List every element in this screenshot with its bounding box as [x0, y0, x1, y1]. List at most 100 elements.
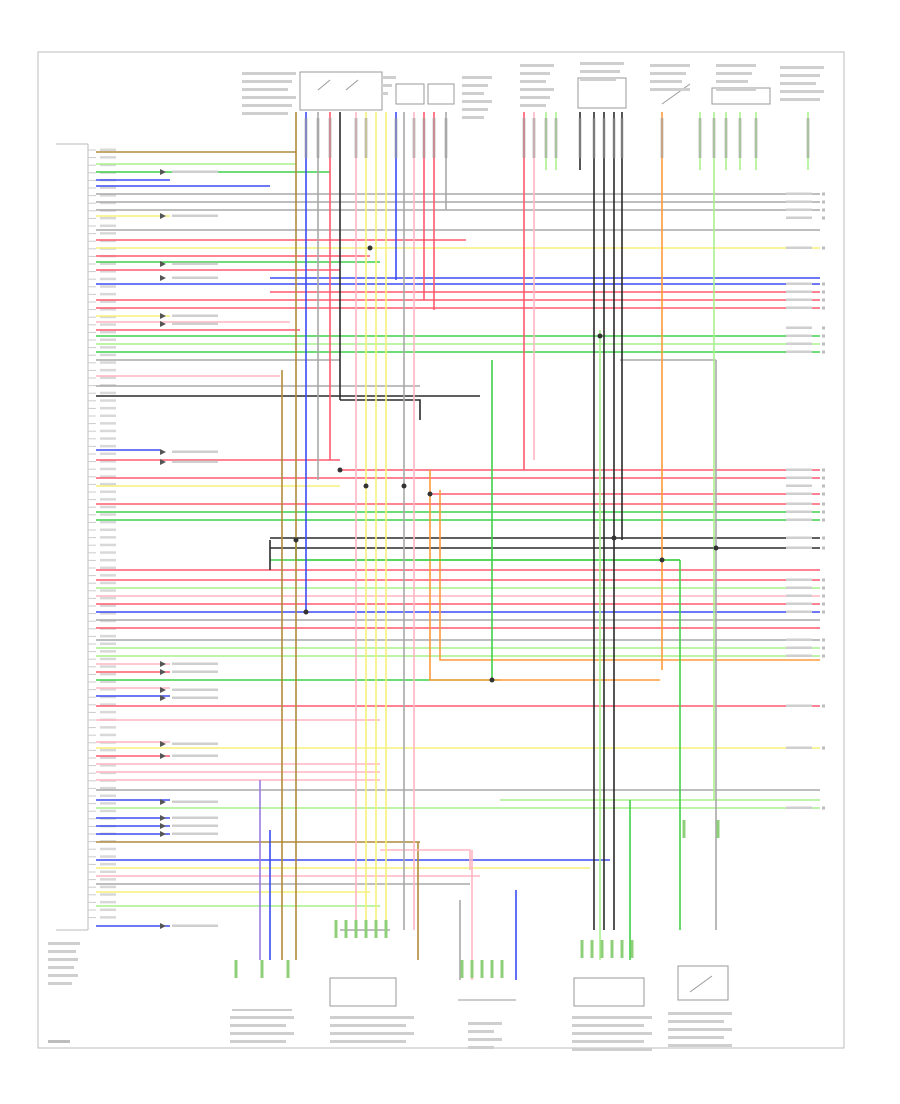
pin-label [100, 323, 116, 326]
right-tag [822, 578, 825, 582]
arrow-marker [160, 321, 166, 327]
label-placeholder [172, 816, 218, 819]
pin-label [100, 688, 116, 691]
top-label-line [382, 92, 388, 95]
terminal-stub-top [328, 118, 332, 158]
pin-label [100, 361, 116, 364]
pin-label [100, 634, 116, 638]
pin-label [100, 475, 116, 478]
bottom-label-line [330, 1040, 406, 1043]
top-label-line [242, 88, 288, 91]
bottom-components [232, 965, 729, 1011]
horizontal-wires [96, 151, 820, 960]
top-components [299, 71, 771, 111]
pin-label [100, 201, 116, 205]
terminal-stub-top [578, 118, 582, 158]
splice-dot [293, 537, 299, 543]
arrow-marker [160, 669, 166, 675]
pin-label [100, 703, 116, 706]
terminal-stub-top [602, 118, 606, 158]
right-tag [822, 518, 825, 522]
terminal-stub-top [660, 118, 664, 158]
pin-label [100, 239, 116, 243]
right-label [786, 502, 812, 505]
bottom-label-line [668, 1044, 732, 1047]
pin-label [100, 437, 116, 440]
terminal-stub-top [612, 118, 616, 158]
pin-label [100, 596, 116, 600]
pin-label [100, 893, 116, 896]
terminal-stub-top [304, 118, 308, 158]
top-label-line [780, 74, 820, 77]
pin-label [100, 710, 116, 714]
top-label-line [780, 82, 816, 85]
wire-path [439, 490, 820, 661]
label-placeholder [172, 314, 218, 317]
terminal-stub [490, 960, 494, 978]
terminal-stub [364, 920, 368, 938]
pin-label [100, 376, 116, 379]
right-label [786, 298, 812, 301]
terminal-stub-top [522, 118, 526, 158]
pin-label [100, 657, 116, 661]
label-placeholder [172, 824, 218, 827]
bottom-label-line [572, 1040, 644, 1043]
pin-label [100, 650, 116, 653]
pin-label [100, 460, 116, 463]
pin-label [100, 391, 116, 395]
top-label-line [780, 98, 820, 101]
pin-label [100, 520, 116, 524]
pin-label [100, 551, 116, 554]
splice-dot [401, 483, 407, 489]
ecm-label [48, 942, 80, 985]
right-label [786, 610, 812, 613]
terminal-stub-top [592, 118, 596, 158]
terminal-stub [500, 960, 504, 978]
right-label [786, 246, 812, 249]
splice-dot [367, 245, 373, 251]
wire-path [295, 540, 680, 561]
label-placeholder [172, 800, 218, 803]
terminal-stub [286, 960, 290, 978]
terminal-stub [630, 940, 634, 958]
pin-label [100, 870, 116, 873]
right-label [786, 350, 812, 353]
terminal-stub-top [806, 118, 810, 158]
top-label-line [462, 100, 492, 103]
arrow-marker [160, 753, 166, 759]
top-label-line [716, 64, 756, 67]
pin-label [100, 885, 116, 889]
pin-label [100, 292, 116, 296]
right-label [786, 704, 812, 707]
pin-label [100, 429, 116, 433]
right-tag [822, 350, 825, 354]
pin-label [100, 916, 116, 919]
terminal-stub-top [738, 118, 742, 158]
terminal-stub [354, 920, 358, 938]
top-label-line [580, 78, 616, 81]
top-label-line [242, 96, 296, 99]
bottom-label-line [668, 1036, 724, 1039]
top-label-line [242, 104, 292, 107]
connector-box-top-mid [577, 77, 627, 109]
top-label-line [716, 88, 756, 91]
bottom-label-line [230, 1016, 294, 1019]
right-label [786, 654, 812, 657]
terminal-stub-top [412, 118, 416, 158]
right-label [786, 200, 812, 203]
right-tag [822, 546, 825, 550]
pin-label [100, 748, 116, 752]
bottom-label-line [668, 1028, 732, 1031]
pin-label [100, 528, 116, 531]
splice-dot [659, 557, 665, 563]
terminal-stub-top [354, 118, 358, 158]
top-label-line [520, 96, 550, 99]
right-tag [822, 610, 825, 614]
pin-label [100, 338, 116, 341]
right-tag [822, 216, 825, 220]
terminal-stub [344, 920, 348, 938]
terminal-stub [716, 820, 720, 838]
right-label [786, 546, 812, 549]
top-label-line [462, 76, 492, 79]
